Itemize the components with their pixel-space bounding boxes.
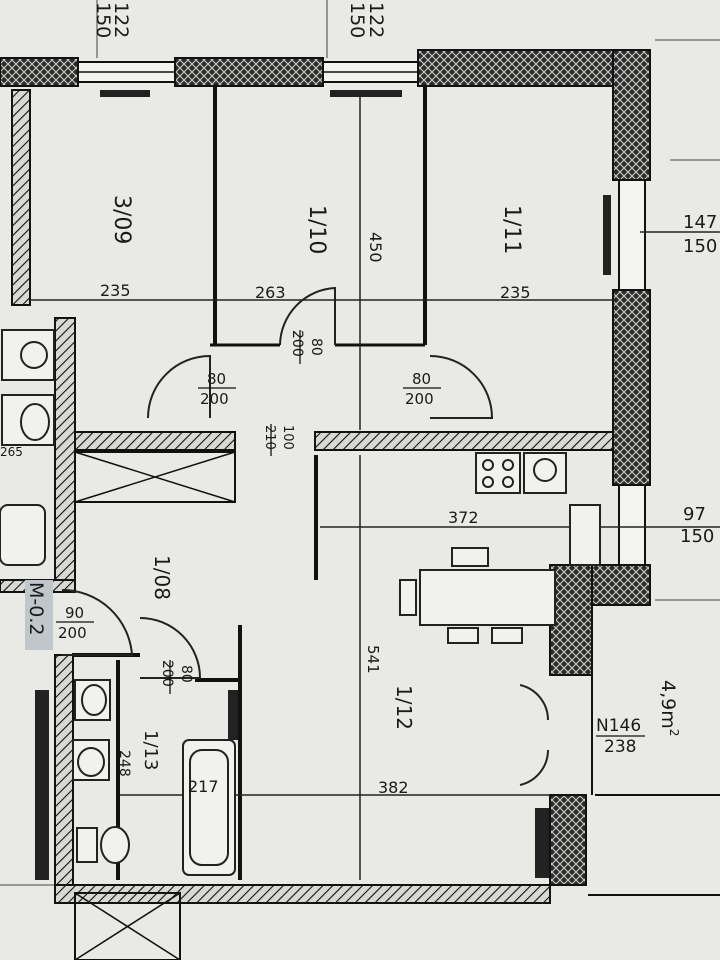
dim-541: 541 bbox=[364, 645, 382, 674]
top-dim-2-upper: 122 bbox=[365, 2, 387, 38]
dim-235-right: 235 bbox=[500, 283, 531, 302]
svg-text:80: 80 bbox=[207, 370, 226, 388]
right-dim-1-lower: 150 bbox=[683, 236, 717, 257]
dim-450: 450 bbox=[366, 232, 385, 263]
svg-text:80: 80 bbox=[308, 338, 324, 356]
left-bath-fixtures bbox=[0, 329, 55, 566]
top-dim-1-upper: 122 bbox=[110, 2, 132, 38]
dining-table-icon bbox=[399, 547, 556, 644]
section-tag: M-0.2 bbox=[25, 582, 47, 635]
right-dim-2-lower: 150 bbox=[680, 526, 714, 547]
svg-text:100: 100 bbox=[280, 425, 295, 450]
right-dim-1-upper: 147 bbox=[683, 212, 717, 233]
tag-background bbox=[25, 580, 53, 650]
top-dim-2-lower: 150 bbox=[346, 2, 368, 38]
svg-text:200: 200 bbox=[159, 660, 175, 687]
interior-walls bbox=[0, 89, 614, 904]
right-dim-2-upper: 97 bbox=[683, 504, 706, 525]
toilet-icon bbox=[74, 679, 130, 864]
radiator-icon bbox=[535, 808, 549, 878]
top-dim-1-lower: 150 bbox=[92, 2, 114, 38]
labels: 122 150 122 150 147 150 97 150 3/09 1/10… bbox=[0, 2, 717, 797]
shaft-icon bbox=[35, 690, 49, 880]
balcony-area: 4,9m2 bbox=[657, 680, 681, 736]
svg-text:80: 80 bbox=[178, 665, 194, 683]
dim-217: 217 bbox=[188, 777, 219, 796]
balcony-label: N146 bbox=[596, 716, 641, 736]
balcony-sub: 238 bbox=[604, 737, 636, 757]
door-label-6: 80 200 bbox=[159, 660, 194, 694]
kitchen-sink-icon bbox=[569, 504, 601, 566]
svg-text:90: 90 bbox=[65, 604, 84, 622]
svg-text:200: 200 bbox=[289, 330, 305, 357]
door-swings bbox=[61, 286, 549, 786]
radiator-icon bbox=[228, 690, 238, 740]
door-label-3: 80 200 bbox=[289, 330, 324, 364]
door-label-4: 100 210 bbox=[262, 424, 295, 456]
dim-263: 263 bbox=[255, 283, 286, 302]
room-label-1-10: 1/10 bbox=[304, 205, 329, 254]
room-label-1-12: 1/12 bbox=[392, 685, 416, 730]
door-label-2: 80 200 bbox=[403, 370, 441, 408]
dim-382: 382 bbox=[378, 778, 409, 797]
door-label-1: 80 200 bbox=[198, 370, 236, 408]
door-label-5: 90 200 bbox=[56, 604, 94, 642]
room-label-1-13: 1/13 bbox=[140, 730, 161, 770]
dim-372: 372 bbox=[448, 508, 479, 527]
room-label-1-11: 1/11 bbox=[499, 205, 524, 254]
bathtub-icon bbox=[182, 739, 236, 876]
room-label-1-08: 1/08 bbox=[150, 555, 174, 600]
svg-text:200: 200 bbox=[58, 624, 87, 642]
dim-235-left: 235 bbox=[100, 281, 131, 300]
room-label-3-09: 3/09 bbox=[109, 195, 134, 244]
dim-248: 248 bbox=[116, 750, 132, 777]
svg-text:200: 200 bbox=[405, 390, 434, 408]
exterior-walls bbox=[0, 49, 651, 886]
washbasin-icon bbox=[72, 739, 110, 781]
cooktop-icon bbox=[475, 452, 521, 494]
sink-icon bbox=[523, 452, 567, 494]
left-partial-dim: 265 bbox=[0, 445, 23, 459]
svg-text:200: 200 bbox=[200, 390, 229, 408]
fixtures bbox=[0, 329, 601, 880]
svg-text:80: 80 bbox=[412, 370, 431, 388]
grid-lines bbox=[0, 0, 720, 886]
svg-text:210: 210 bbox=[262, 425, 277, 450]
